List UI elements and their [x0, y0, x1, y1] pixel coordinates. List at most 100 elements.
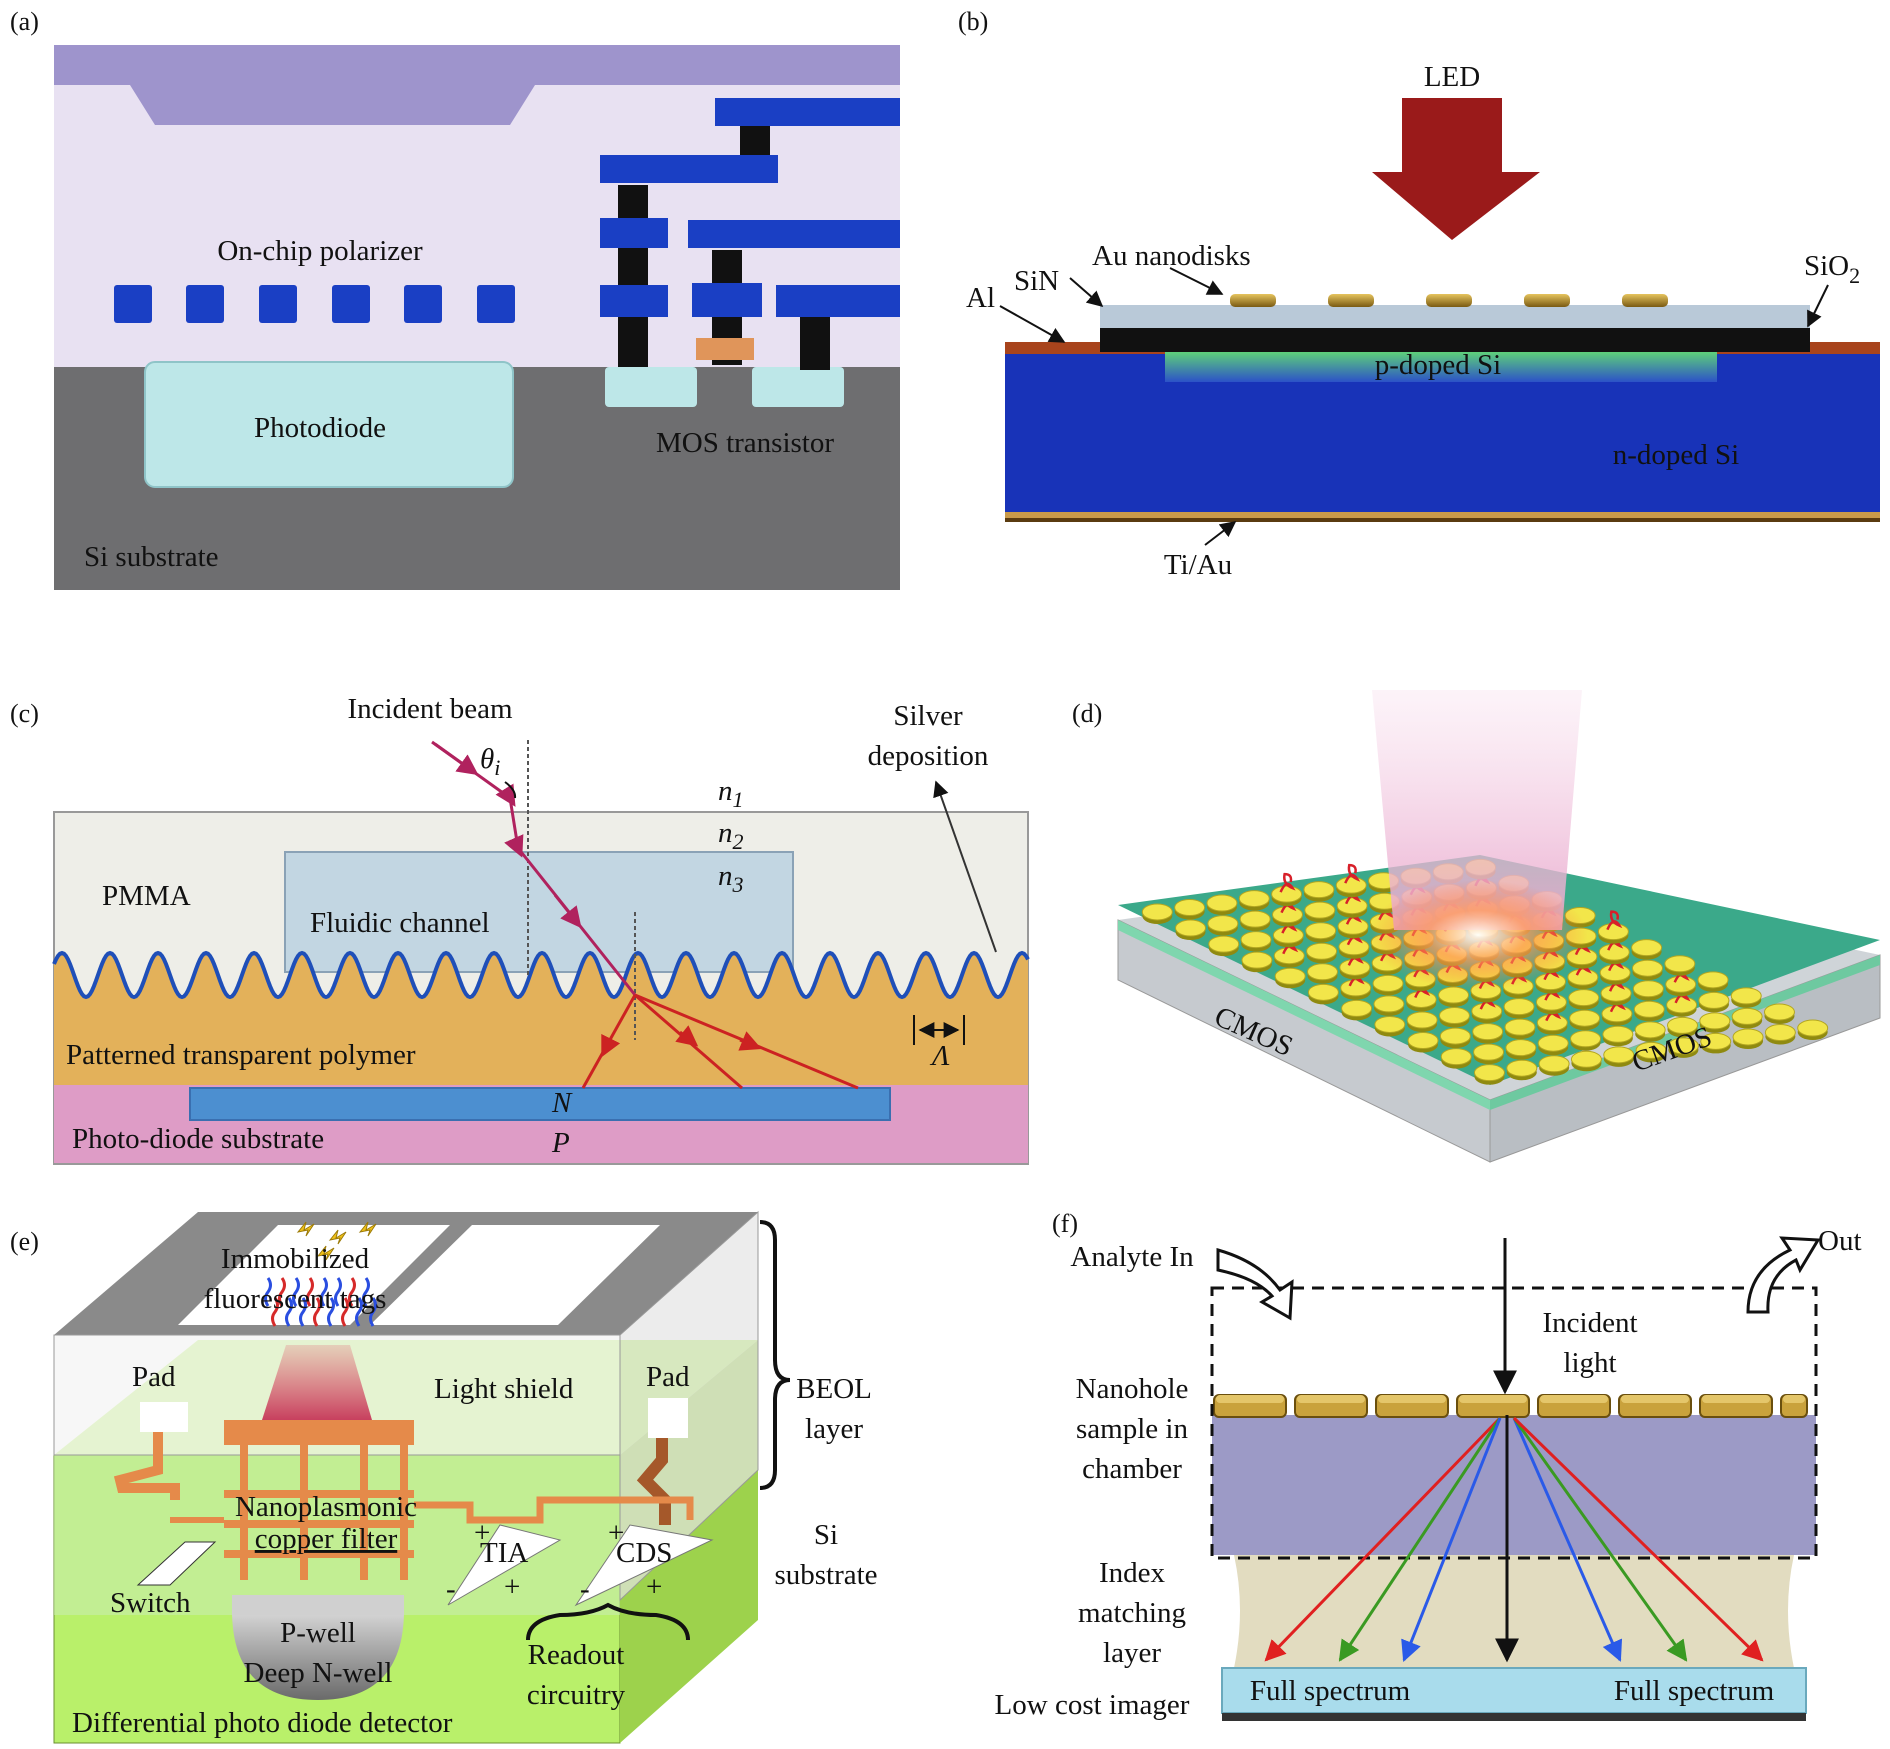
nanodisk — [1764, 1024, 1796, 1041]
polarizer-bar — [332, 285, 370, 323]
fluorescence-spark — [358, 1221, 377, 1237]
au-nanodisk — [1426, 294, 1472, 307]
polarizer-bar — [259, 285, 297, 323]
nanodisk — [1600, 984, 1632, 1002]
label-detector: Differential photo diode detector — [72, 1707, 453, 1739]
nanodisk — [1440, 1048, 1472, 1066]
nanodisk — [1473, 1043, 1505, 1061]
light-beam — [1372, 690, 1582, 930]
polarizer-bar — [186, 285, 224, 323]
nanodisk — [1597, 923, 1629, 941]
light-shield-left — [178, 1225, 450, 1325]
fluorescent-tag — [306, 1277, 314, 1307]
nanodisk — [1438, 1007, 1470, 1025]
analyte-in-arrow — [1216, 1248, 1294, 1321]
nanodisk — [1337, 917, 1369, 935]
nanodisk — [1374, 1015, 1406, 1033]
label-index-1: Index — [1099, 1557, 1166, 1589]
pad-right — [648, 1398, 688, 1438]
label-p-region: P — [551, 1127, 570, 1159]
nanodisk — [1207, 915, 1239, 933]
drain-region — [752, 367, 844, 407]
nanodisk — [1405, 990, 1437, 1008]
nanodisk — [1567, 968, 1599, 986]
fluorescent-tag — [285, 1297, 293, 1327]
metal-line — [600, 155, 778, 183]
nanodisk — [1598, 943, 1630, 961]
nanodisk — [1667, 1037, 1699, 1055]
label-n-doped: n-doped Si — [1613, 439, 1739, 471]
patterned-polymer — [54, 953, 1028, 1086]
nanodisk — [1602, 1025, 1634, 1043]
nanodisk — [1698, 991, 1730, 1009]
label-ti-au: Ti/Au — [1164, 549, 1232, 581]
cds-amp — [574, 1524, 714, 1607]
green-ray — [1338, 1417, 1502, 1662]
nanodisk — [1505, 1039, 1537, 1057]
label-n1: n1 — [718, 775, 744, 812]
label-polarizer: On-chip polarizer — [217, 235, 423, 267]
readout-brace — [526, 1602, 690, 1641]
beol-brace — [759, 1220, 791, 1490]
nanodisk — [1667, 1016, 1698, 1034]
label-tags-2: fluorescent tags — [204, 1283, 387, 1315]
nanodisk — [1306, 942, 1338, 960]
nanodisk — [1603, 1046, 1635, 1064]
label-patterned-polymer: Patterned transparent polymer — [66, 1039, 416, 1071]
panel-b: (b) LED Au nanodisks SiN Al SiO2 p-doped… — [958, 7, 1880, 581]
panel-a-tag: (a) — [10, 7, 39, 36]
label-si-1: Si — [814, 1519, 838, 1551]
nanodisk — [1175, 919, 1207, 937]
nanodisk — [1700, 1032, 1732, 1050]
label-cds: CDS — [616, 1537, 672, 1569]
label-filter-2: copper filter — [255, 1523, 398, 1555]
nanodisk — [1206, 894, 1238, 912]
label-readout-1: Readout — [528, 1639, 625, 1671]
nanodisk — [1406, 1011, 1438, 1029]
red-ray — [1264, 1416, 1502, 1662]
label-beol-2: layer — [805, 1413, 863, 1445]
sign-minus: - — [446, 1573, 456, 1605]
ray-arrow — [675, 1025, 699, 1047]
label-pad-left: Pad — [132, 1361, 176, 1393]
ray-arrow — [601, 1033, 621, 1058]
polarizer-bar — [114, 285, 152, 323]
light-shield-right — [370, 1225, 660, 1325]
label-incident-1: Incident — [1542, 1307, 1637, 1339]
n-region — [189, 1087, 891, 1121]
blue-ray — [1512, 1417, 1623, 1662]
fluorescent-tag — [362, 1277, 370, 1307]
nanodisk — [1303, 881, 1335, 899]
label-mos-transistor: MOS transistor — [656, 427, 834, 459]
label-si-2: substrate — [774, 1559, 877, 1591]
nanodisk — [1697, 971, 1729, 989]
nanodisk — [1632, 980, 1664, 998]
nanodisk — [1666, 996, 1698, 1014]
fluorescent-tag — [313, 1297, 321, 1327]
nanodisk — [1336, 897, 1368, 915]
angle-arc — [504, 781, 517, 799]
metal-line — [600, 285, 668, 317]
label-silver-2: deposition — [868, 740, 989, 772]
nanohole-highlight — [1378, 1395, 1446, 1403]
panel-f-tag: (f) — [1052, 1209, 1078, 1238]
nanodisk — [1731, 1007, 1763, 1025]
label-index-3: layer — [1103, 1637, 1161, 1669]
label-incident-2: light — [1563, 1347, 1616, 1379]
nanodisk — [1439, 1027, 1471, 1045]
fluorescent-tag — [264, 1277, 272, 1307]
label-nanohole-3: chamber — [1082, 1453, 1182, 1485]
tiau-pointer — [1204, 521, 1237, 546]
ti-au-layer — [1005, 512, 1880, 518]
focus-glow — [1368, 880, 1588, 990]
nanodisk — [1241, 951, 1273, 969]
tia-amp — [447, 1524, 562, 1606]
label-theta: θi — [480, 743, 500, 780]
red-ray — [1512, 1416, 1764, 1662]
label-au-nanodisks: Au nanodisks — [1092, 240, 1251, 272]
label-beol-1: BEOL — [796, 1373, 872, 1405]
index-matching-layer — [1234, 1555, 1794, 1668]
fluorescent-tag — [271, 1297, 279, 1327]
nanodisk — [1506, 1059, 1538, 1077]
label-pad-right: Pad — [646, 1361, 690, 1393]
